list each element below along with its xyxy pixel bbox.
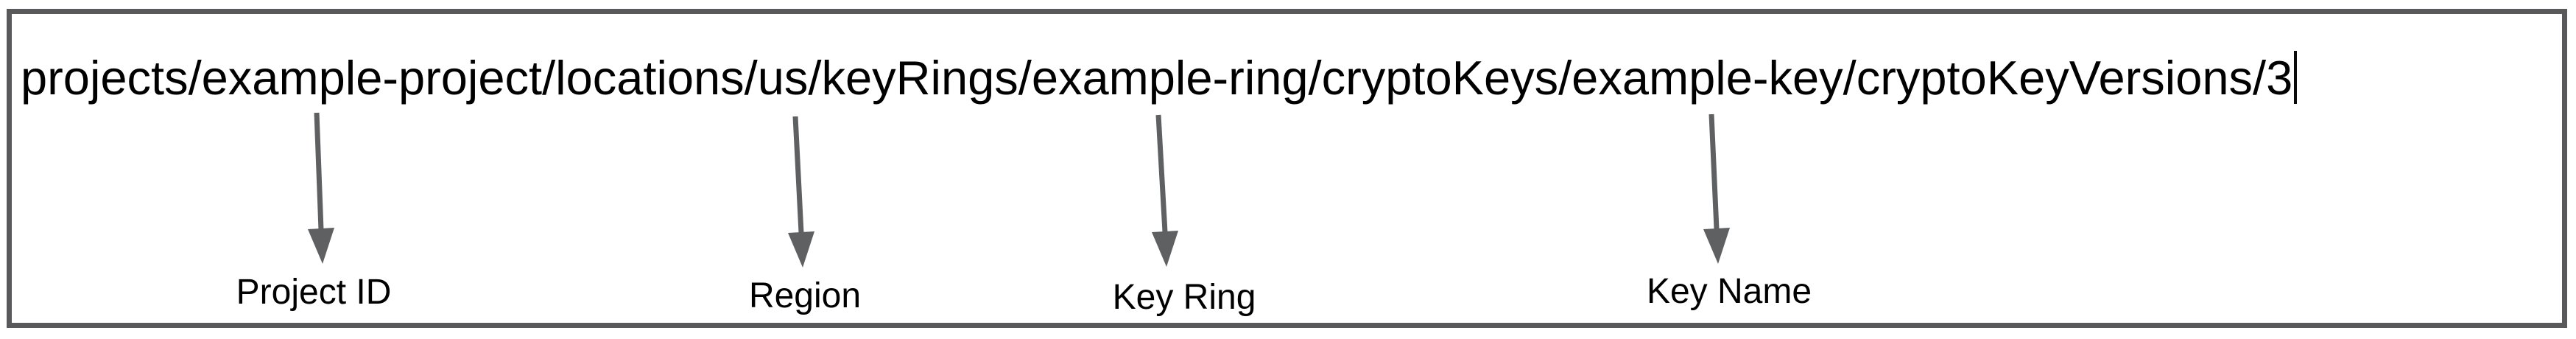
- key-ring-label: Key Ring: [1112, 278, 1256, 317]
- resource-path-text: projects/example-project/locations/us/ke…: [21, 51, 2298, 105]
- resource-path-value: projects/example-project/locations/us/ke…: [21, 51, 2293, 105]
- resource-path-field[interactable]: [7, 9, 2567, 328]
- project-id-label: Project ID: [236, 273, 392, 312]
- text-cursor: [2294, 51, 2298, 104]
- region-label: Region: [748, 276, 862, 315]
- key-name-label: Key Name: [1646, 272, 1812, 311]
